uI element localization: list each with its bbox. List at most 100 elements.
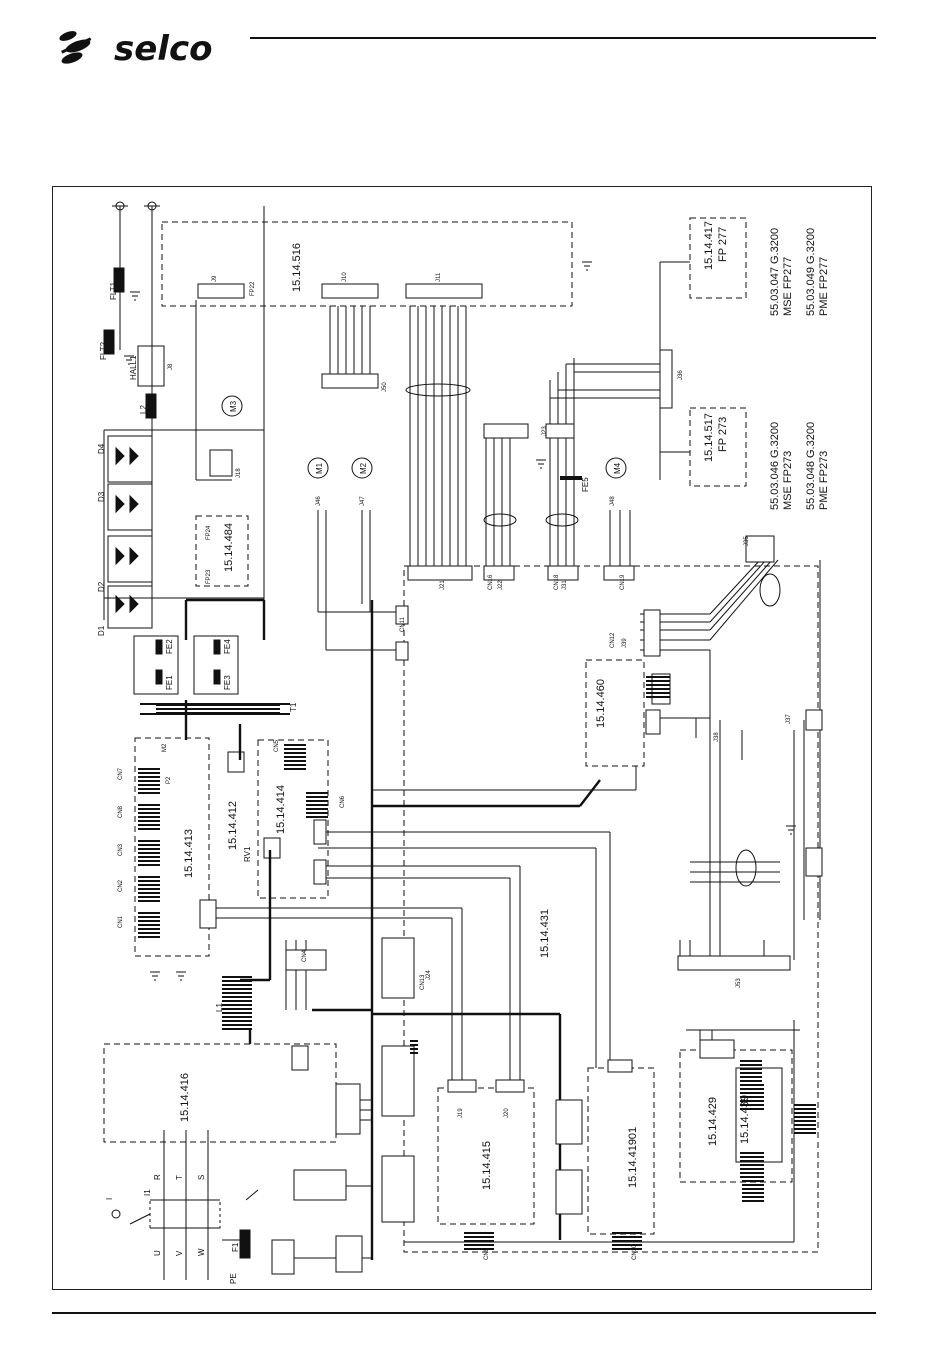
board-517-label: 15.14.517 (703, 413, 715, 462)
label-fe5: FE5 (581, 477, 590, 492)
label-cn6: CN6 (340, 795, 346, 808)
label-w: W (197, 1248, 206, 1256)
cable-bundles (329, 261, 690, 566)
label-j18: J18 (236, 468, 242, 478)
label-j35: J35 (744, 536, 750, 546)
board-516-outline (161, 221, 573, 307)
label-m1: M1 (315, 462, 324, 474)
label-d1: D1 (97, 625, 106, 636)
label-hall1: HALL1 (129, 355, 138, 380)
label-cn13: CN13 (420, 974, 426, 990)
brand-name: selco (114, 29, 212, 69)
diode-bridges (107, 435, 153, 629)
note-pme-fp277-name: PME FP277 (818, 257, 830, 316)
filter-chokes (133, 635, 290, 1032)
board-412-label: 15.14.412 (227, 801, 239, 850)
board-429-outline (679, 1049, 793, 1183)
label-cn1: CN1 (118, 915, 124, 928)
label-m4: M4 (613, 462, 622, 474)
board-484-outline (195, 515, 249, 587)
version-notes: 55.03.046 G.3200 MSE FP273 55.03.048 G.3… (769, 228, 830, 510)
label-cn16: CN16 (488, 574, 494, 590)
lower-left-wiring (163, 751, 372, 1275)
label-j24: J24 (426, 970, 432, 980)
label-s: S (197, 1175, 206, 1180)
label-f1: F1 (231, 1242, 240, 1252)
connector-blocks (197, 283, 823, 1273)
label-cn7: CN7 (118, 767, 124, 780)
label-m2: M2 (359, 462, 368, 474)
signal-wiring (212, 559, 821, 1243)
board-41901-outline (587, 1067, 655, 1235)
label-j38: J38 (714, 732, 720, 742)
label-fe3: FE3 (223, 675, 232, 690)
label-p2: P2 (166, 776, 172, 784)
selco-logo-icon: selco (59, 29, 212, 69)
label-j19: J19 (458, 1108, 464, 1118)
schematic-frame (52, 186, 872, 1290)
label-cn10: CN10 (632, 1244, 638, 1260)
label-j8: J8 (168, 363, 174, 370)
note-msp-fp273-code: 55.03.046 G.3200 (769, 422, 781, 510)
label-flt2: FLT2 (99, 341, 108, 360)
label-j31: J31 (562, 580, 568, 590)
label-m3: M3 (229, 400, 238, 412)
board-outlines (103, 217, 819, 1253)
label-u: U (153, 1250, 162, 1256)
label-rv1: RV1 (243, 846, 252, 862)
fan-wiring (195, 300, 631, 651)
label-cn19: CN19 (620, 574, 626, 590)
header-rule (250, 37, 876, 39)
label-t: T (175, 1175, 184, 1180)
board-484-label: 15.14.484 (223, 523, 235, 572)
note-msp-fp273-name: MSE FP273 (782, 451, 794, 510)
label-j39: J39 (622, 638, 628, 648)
label-d2: D2 (97, 581, 106, 592)
board-429-label: 15.14.429 (707, 1097, 719, 1146)
board-413-outline (134, 737, 210, 957)
label-j23: J23 (542, 426, 548, 436)
label-cn12: CN12 (610, 632, 616, 648)
label-j46: J46 (316, 496, 322, 506)
ground-symbols (124, 261, 796, 981)
board-414-label: 15.14.414 (275, 785, 287, 834)
board-460-outline (585, 659, 645, 767)
label-d4: D4 (97, 443, 106, 454)
label-j50: J50 (382, 382, 388, 392)
note-mse-fp277-code: 55.03.047 G.3200 (769, 228, 781, 316)
label-cn5: CN5 (274, 739, 280, 752)
label-fp23: FP23 (206, 569, 212, 584)
label-j21: J21 (440, 580, 446, 590)
note-pme-fp273-code: 55.03.048 G.3200 (805, 422, 817, 510)
label-fp24: FP24 (206, 525, 212, 540)
board-460-label: 15.14.460 (595, 679, 607, 728)
label-j11: J11 (436, 272, 442, 282)
power-bus (184, 476, 601, 1260)
note-pme-fp277-code: 55.03.049 G.3200 (805, 228, 817, 316)
panel-fp273-outline (689, 407, 747, 487)
label-j10: J10 (342, 272, 348, 282)
label-cn3: CN3 (118, 843, 124, 856)
label-j22: J22 (498, 580, 504, 590)
label-j47: J47 (360, 496, 366, 506)
coil-connectors (138, 676, 816, 1250)
label-cn2: CN2 (118, 879, 124, 892)
label-i: I (105, 1198, 114, 1200)
label-j48: J48 (610, 496, 616, 506)
board-416-label: 15.14.416 (179, 1073, 191, 1122)
board-41901-label: 15.14.41901 (627, 1127, 639, 1188)
label-j37: J37 (786, 714, 792, 724)
board-413-label: 15.14.413 (183, 829, 195, 878)
board-414-outline (257, 739, 329, 899)
label-pe: PE (229, 1273, 238, 1284)
label-m2-pin: M2 (162, 743, 168, 752)
label-l1: L1 (215, 1003, 224, 1012)
label-cn8: CN8 (118, 805, 124, 818)
label-j36: J36 (678, 370, 684, 380)
label-d3: D3 (97, 491, 106, 502)
label-cn9: CN9 (484, 1247, 490, 1260)
board-439-label: 15.14.439 (739, 1095, 751, 1144)
dc-section (103, 201, 265, 620)
board-431-label: 15.14.431 (539, 909, 551, 958)
label-r: R (153, 1174, 162, 1180)
